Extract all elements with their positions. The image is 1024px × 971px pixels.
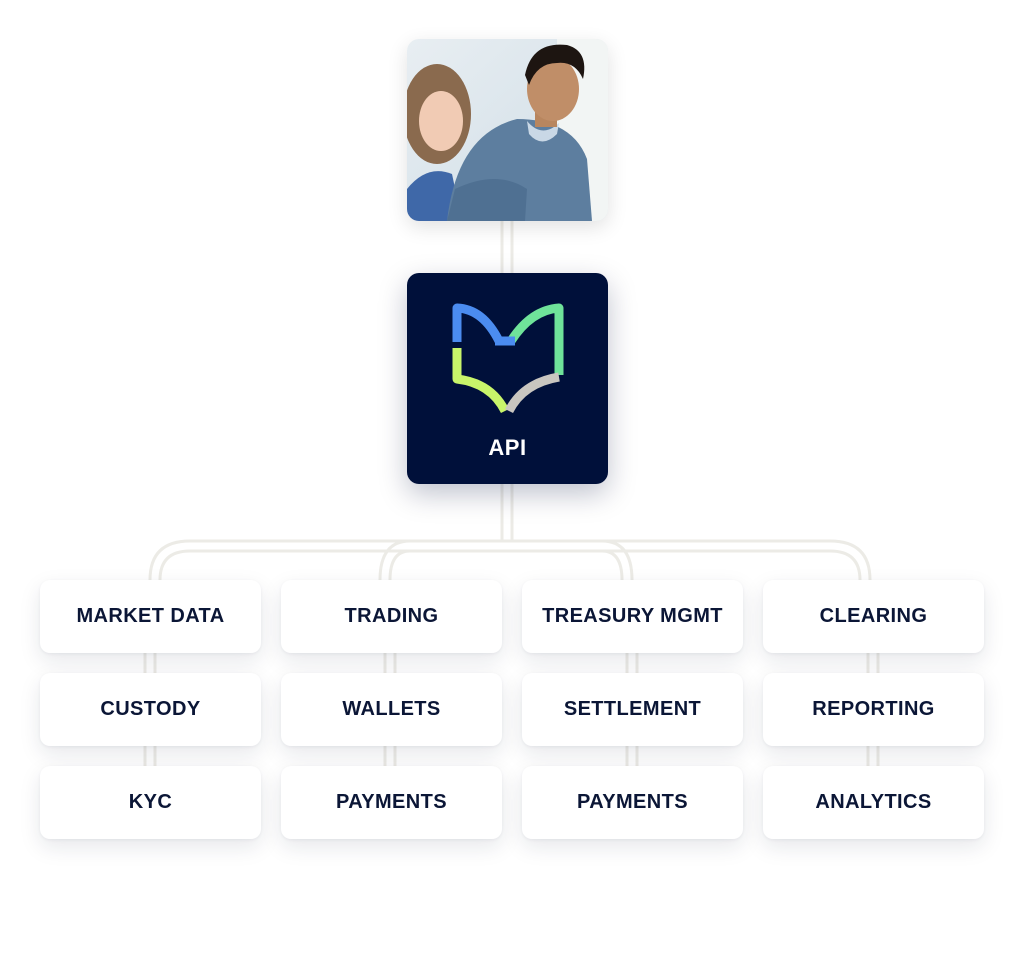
logo-green-segment <box>507 303 564 375</box>
module-kyc: KYC <box>40 766 261 839</box>
connector-trunk-inner <box>158 549 862 581</box>
module-label: ANALYTICS <box>815 791 932 813</box>
module-label: TRADING <box>344 605 439 627</box>
module-settlement: SETTLEMENT <box>522 673 743 746</box>
api-card: API <box>407 273 608 484</box>
connector-branch-3b <box>601 549 624 581</box>
connector-trunk-outer <box>148 539 872 581</box>
company-logo-icon <box>452 303 564 414</box>
module-wallets: WALLETS <box>281 673 502 746</box>
api-label: API <box>488 435 527 460</box>
module-market-data: MARKET DATA <box>40 580 261 653</box>
module-label: REPORTING <box>812 698 935 720</box>
module-payments: PAYMENTS <box>281 766 502 839</box>
team-photo <box>407 39 608 221</box>
connector-branch-2b <box>388 549 411 581</box>
logo-lime-segment <box>452 348 510 414</box>
module-payments-2: PAYMENTS <box>522 766 743 839</box>
module-treasury-mgmt: TREASURY MGMT <box>522 580 743 653</box>
module-label: WALLETS <box>342 698 441 720</box>
module-label: CUSTODY <box>100 698 201 720</box>
connector-branch-2a <box>378 539 411 581</box>
module-label: SETTLEMENT <box>563 698 702 720</box>
module-trading: TRADING <box>281 580 502 653</box>
module-label: PAYMENTS <box>335 791 447 813</box>
module-label: TREASURY MGMT <box>542 605 723 627</box>
logo-gray-segment <box>504 372 560 414</box>
module-label: CLEARING <box>819 605 928 627</box>
module-label: PAYMENTS <box>576 791 688 813</box>
module-label: KYC <box>128 791 173 813</box>
module-reporting: REPORTING <box>763 673 984 746</box>
module-analytics: ANALYTICS <box>763 766 984 839</box>
module-label: MARKET DATA <box>76 605 225 627</box>
module-custody: CUSTODY <box>40 673 261 746</box>
photo-icon <box>407 39 608 221</box>
connector-branch-3a <box>601 539 634 581</box>
logo-blue-segment <box>452 303 504 344</box>
module-clearing: CLEARING <box>763 580 984 653</box>
